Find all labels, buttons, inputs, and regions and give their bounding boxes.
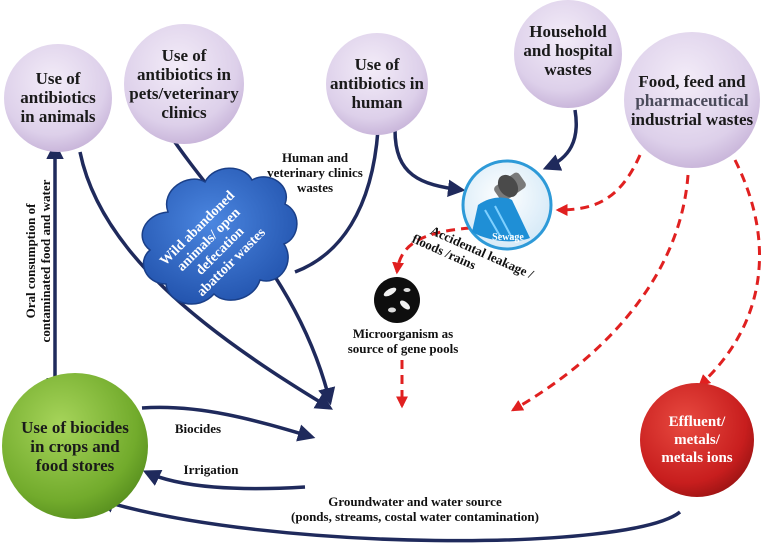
- node-wild-cloud: [141, 167, 298, 305]
- arrow-animals-to-ground: [78, 151, 334, 410]
- node-industrial-label: Food, feed and pharmaceutical industrial…: [630, 72, 754, 129]
- arrow-industrial-to-sewage: [555, 154, 642, 216]
- node-household: [514, 0, 622, 108]
- arrow-industrial-to-ground: [510, 174, 690, 412]
- node-effluent-label: Effluent/metals/metals ions: [661, 414, 733, 466]
- node-human: [326, 33, 428, 135]
- line-human-vet-wastes: [294, 129, 380, 274]
- arrow-biocides: [141, 405, 316, 442]
- arrow-irrigation: [142, 470, 306, 491]
- arrow-industrial-to-effluent: [698, 159, 761, 387]
- arrow-human-to-sewage: [393, 129, 466, 198]
- label-groundwater: Groundwater and water source(ponds, stre…: [291, 494, 539, 524]
- label-biocides: Biocides: [174, 421, 222, 436]
- arrow-effluent-to-biocides: [96, 495, 682, 543]
- sewage-icon: [461, 159, 553, 251]
- node-biocides: [2, 373, 148, 519]
- node-industrial: [624, 32, 760, 168]
- arrow-household-to-sewage: [542, 109, 578, 171]
- node-animals: [4, 44, 112, 152]
- node-effluent: [640, 383, 754, 497]
- node-pets: [124, 24, 244, 144]
- microorganism-icon: [374, 277, 420, 323]
- red-arrows: [392, 154, 761, 412]
- sewage-label: Sewage: [492, 232, 524, 243]
- label-irrigation: Irrigation: [183, 462, 239, 477]
